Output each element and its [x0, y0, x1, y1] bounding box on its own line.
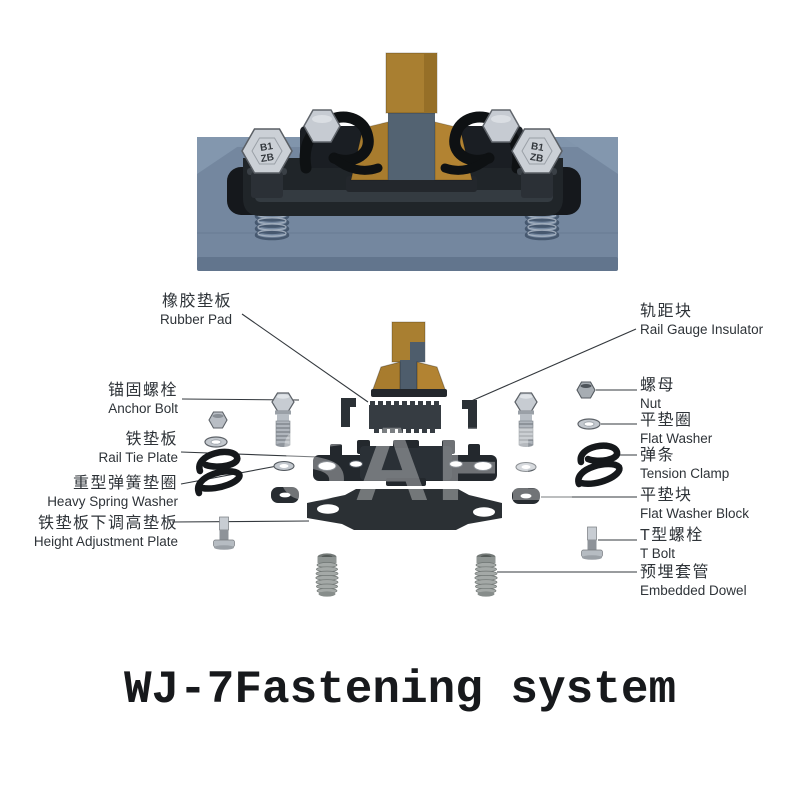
label-flat-washer-block: 平垫块 Flat Washer Block [640, 486, 749, 522]
heavy-spring-washer-part [195, 448, 243, 497]
bolt-marking-left-line2: ZB [260, 152, 275, 165]
rail-section-part [371, 321, 447, 397]
flat-washer-right-part [577, 418, 601, 430]
embedded-dowel-right-part [474, 552, 498, 598]
label-t-bolt-zh: T型螺栓 [640, 527, 704, 544]
label-rubber-pad: 橡胶垫板 Rubber Pad [160, 292, 232, 328]
label-heavy-spring-washer-en: Heavy Spring Washer [47, 494, 178, 509]
nut-left-part [208, 411, 228, 429]
embedded-dowel-left-part [315, 552, 339, 598]
label-nut: 螺母 Nut [640, 376, 675, 412]
small-washer-center-left [273, 460, 295, 472]
flat-washer-left-part [204, 436, 228, 448]
label-height-adjustment-plate-en: Height Adjustment Plate [33, 534, 178, 549]
label-t-bolt: T型螺栓 T Bolt [640, 526, 704, 562]
rail-gauge-insulator-left-part [341, 398, 356, 427]
label-t-bolt-en: T Bolt [640, 546, 676, 561]
anchor-bolt-assembled-left: B1 ZB [241, 128, 293, 198]
flat-washer-block-left-part [271, 487, 299, 503]
label-tension-clamp-en: Tension Clamp [640, 466, 730, 481]
label-flat-washer-zh: 平垫圈 [640, 412, 693, 429]
label-height-adjustment-plate: 铁垫板下调高垫板 Height Adjustment Plate [34, 514, 178, 550]
page-title: WJ-7Fastening system [123, 664, 677, 716]
label-heavy-spring-washer-zh: 重型弹簧垫圈 [72, 475, 178, 492]
label-anchor-bolt: 锚固螺栓 Anchor Bolt [108, 381, 178, 417]
t-bolt-right-part [581, 526, 603, 561]
label-nut-zh: 螺母 [640, 377, 676, 394]
label-rail-gauge-insulator: 轨距块 Rail Gauge Insulator [640, 302, 763, 338]
leader-line-rubber-pad [241, 313, 369, 403]
label-anchor-bolt-zh: 锚固螺栓 [107, 382, 178, 399]
label-rubber-pad-zh: 橡胶垫板 [161, 293, 232, 310]
label-rail-tie-plate-en: Rail Tie Plate [98, 450, 178, 465]
label-rail-gauge-insulator-en: Rail Gauge Insulator [640, 322, 764, 337]
label-embedded-dowel: 预埋套管 Embedded Dowel [640, 563, 747, 599]
rail-web [388, 108, 435, 180]
label-heavy-spring-washer: 重型弹簧垫圈 Heavy Spring Washer [47, 474, 178, 510]
leader-line-height-adjustment-plate [171, 520, 310, 523]
tension-clamp-part [575, 442, 623, 488]
rail-gauge-insulator-right-part [462, 400, 477, 429]
watermark: SAFE [278, 406, 582, 523]
label-rail-tie-plate: 铁垫板 Rail Tie Plate [98, 430, 178, 466]
rubber-pad-part [369, 401, 441, 433]
label-nut-en: Nut [640, 396, 662, 411]
label-rail-gauge-insulator-zh: 轨距块 [640, 303, 693, 320]
label-embedded-dowel-en: Embedded Dowel [640, 583, 747, 598]
tension-clamp-assembled-right [440, 109, 524, 175]
bolt-marking-right-line2: ZB [529, 152, 544, 165]
label-flat-washer-en: Flat Washer [640, 431, 713, 446]
label-tension-clamp-zh: 弹条 [640, 447, 676, 464]
label-anchor-bolt-en: Anchor Bolt [108, 401, 178, 416]
small-washer-center-right [515, 461, 537, 473]
leader-line-rail-tie-plate [180, 451, 319, 458]
label-height-adjustment-plate-zh: 铁垫板下调高垫板 [37, 515, 178, 532]
label-flat-washer-block-zh: 平垫块 [640, 487, 693, 504]
bolt-marking-right-line1: B1 [530, 141, 545, 154]
label-rail-tie-plate-zh: 铁垫板 [125, 431, 178, 448]
anchor-bolt-assembled-right: B1 ZB [511, 128, 563, 198]
label-flat-washer: 平垫圈 Flat Washer [640, 411, 712, 447]
label-rubber-pad-en: Rubber Pad [159, 312, 232, 327]
leader-lines [171, 313, 637, 573]
bolt-marking-left-line1: B1 [259, 141, 274, 154]
exploded-view: SAFE [171, 313, 637, 598]
leader-line-rail-gauge-insulator [468, 328, 637, 403]
tension-clamp-assembled-left [299, 109, 383, 175]
rail-tie-plate-part [313, 440, 497, 486]
flat-washer-block-right-part [512, 488, 540, 504]
height-adjustment-plate-part [307, 489, 502, 530]
label-embedded-dowel-zh: 预埋套管 [640, 564, 711, 581]
label-flat-washer-block-en: Flat Washer Block [640, 506, 750, 521]
assembled-view: B1 ZB B1 ZB [197, 52, 618, 271]
label-tension-clamp: 弹条 Tension Clamp [640, 446, 729, 482]
nut-right-part [576, 381, 596, 399]
